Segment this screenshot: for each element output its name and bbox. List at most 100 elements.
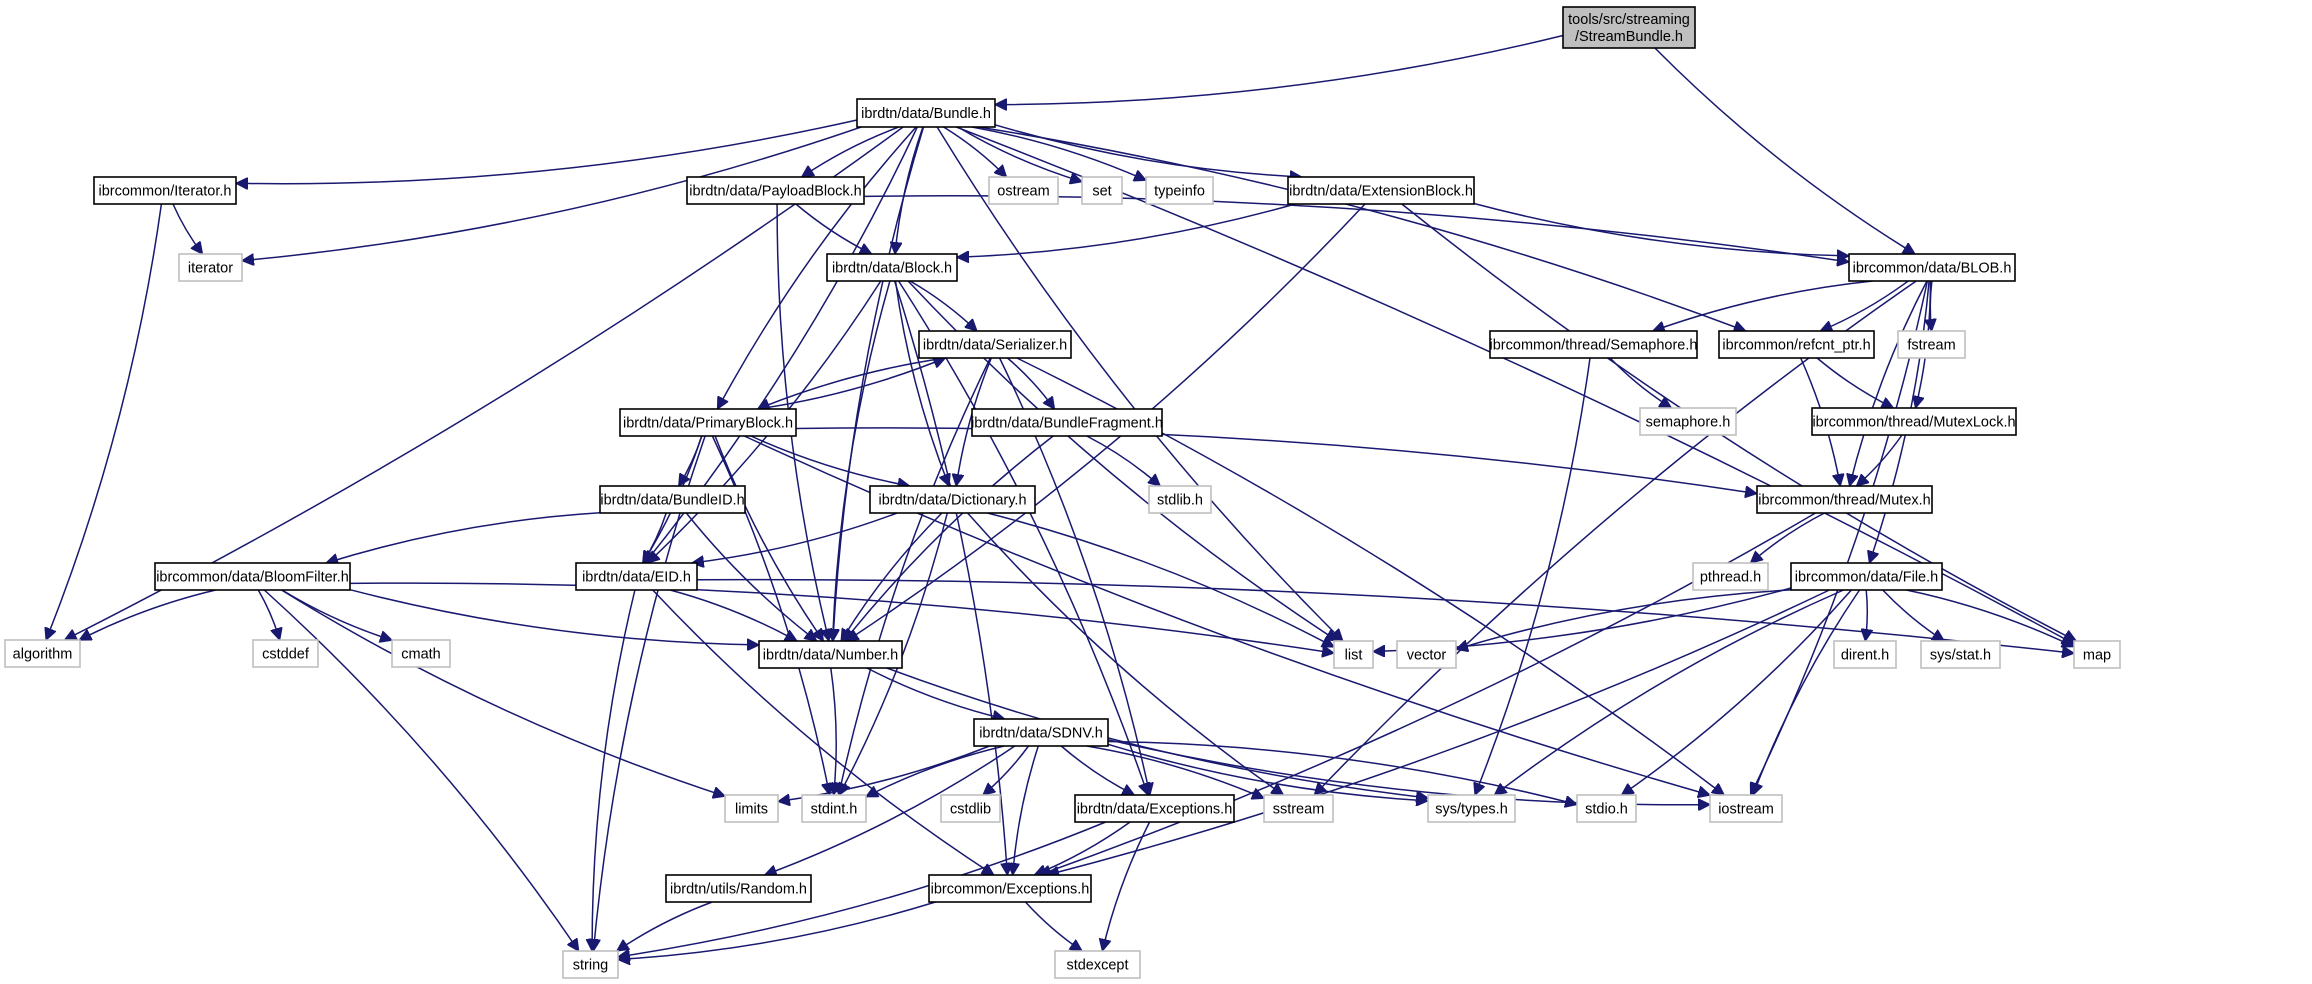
edge-bundle-to-ostream	[943, 126, 1007, 177]
node-box-cstddef	[252, 639, 319, 668]
edge-file-to-stdio	[1622, 589, 1852, 795]
edge-file-to-map	[1906, 589, 2074, 647]
node-dictionary[interactable]: ibrdtn/data/Dictionary.h	[869, 485, 1036, 514]
node-box-blob[interactable]	[1848, 253, 2016, 282]
node-box-bundlefragment[interactable]	[971, 408, 1163, 437]
node-label: list	[1345, 648, 1363, 664]
node-fstream: fstream	[1897, 330, 1966, 359]
node-box-sdnv[interactable]	[973, 718, 1109, 747]
node-box-vector	[1396, 640, 1457, 669]
node-bundle[interactable]: ibrdtn/data/Bundle.h	[856, 98, 996, 128]
node-label: ibrcommon/thread/Mutex.h	[1758, 493, 1930, 509]
node-box-dataexceptions[interactable]	[1074, 794, 1235, 823]
edge-serializer-to-primaryblock	[758, 357, 946, 409]
node-box-block[interactable]	[826, 253, 958, 282]
node-blob[interactable]: ibrcommon/data/BLOB.h	[1848, 253, 2016, 282]
node-box-random[interactable]	[665, 874, 812, 903]
node-label: ibrdtn/utils/Random.h	[670, 882, 807, 898]
node-bundlefragment[interactable]: ibrdtn/data/BundleFragment.h	[971, 408, 1163, 437]
node-label: ibrdtn/data/PayloadBlock.h	[689, 184, 862, 200]
node-root[interactable]: tools/src/streaming/StreamBundle.h	[1562, 6, 1696, 49]
edge-mutex-to-pthread	[1751, 512, 1825, 563]
edge-blob-to-refcnt	[1820, 280, 1909, 331]
node-label: ibrdtn/data/Bundle.h	[861, 106, 991, 122]
node-serializer[interactable]: ibrdtn/data/Serializer.h	[918, 330, 1072, 359]
node-refcnt[interactable]: ibrcommon/refcnt_ptr.h	[1718, 330, 1875, 359]
node-box-payloadblock[interactable]	[686, 176, 865, 205]
node-box-number[interactable]	[758, 640, 903, 669]
node-label: /StreamBundle.h	[1575, 29, 1683, 45]
node-box-iterator_h[interactable]	[93, 176, 237, 205]
node-sdnv[interactable]: ibrdtn/data/SDNV.h	[973, 718, 1109, 747]
node-random[interactable]: ibrdtn/utils/Random.h	[665, 874, 812, 903]
node-label: cstddef	[262, 647, 310, 663]
node-label: ibrdtn/data/BundleID.h	[600, 493, 744, 509]
node-box-mutexlock[interactable]	[1811, 407, 2017, 436]
node-label: ibrcommon/data/BLOB.h	[1853, 261, 2012, 277]
node-semaphore: semaphore.h	[1639, 407, 1737, 436]
node-box-stdio	[1576, 794, 1637, 823]
node-bloomfilter[interactable]: ibrcommon/data/BloomFilter.h	[154, 562, 351, 591]
node-eid[interactable]: ibrdtn/data/EID.h	[575, 562, 698, 591]
node-label: iterator	[188, 261, 233, 277]
node-extensionblock[interactable]: ibrdtn/data/ExtensionBlock.h	[1287, 176, 1475, 205]
node-block[interactable]: ibrdtn/data/Block.h	[826, 253, 958, 282]
edge-extensionblock-to-block	[957, 203, 1296, 257]
node-label: iostream	[1718, 802, 1774, 818]
node-box-file[interactable]	[1790, 562, 1943, 591]
edge-commonexceptions-to-string	[618, 901, 936, 960]
node-box-root[interactable]	[1562, 6, 1696, 49]
edge-sdnv-to-stdio	[1107, 740, 1577, 805]
node-mutex[interactable]: ibrcommon/thread/Mutex.h	[1756, 485, 1933, 514]
node-box-mutex[interactable]	[1756, 485, 1933, 514]
node-box-fstream	[1897, 330, 1966, 359]
node-box-serializer[interactable]	[918, 330, 1072, 359]
node-sysstat: sys/stat.h	[1920, 640, 2001, 669]
node-box-refcnt[interactable]	[1718, 330, 1875, 359]
node-box-eid[interactable]	[575, 562, 698, 591]
edge-bundleid-to-number	[685, 512, 816, 641]
node-primaryblock[interactable]: ibrdtn/data/PrimaryBlock.h	[619, 408, 797, 437]
node-iterator_h[interactable]: ibrcommon/Iterator.h	[93, 176, 237, 205]
edge-eid-to-commonexceptions	[652, 589, 994, 875]
node-box-bundle[interactable]	[856, 98, 996, 128]
edge-file-to-commonexceptions	[1047, 589, 1830, 875]
node-box-dictionary[interactable]	[869, 485, 1036, 514]
node-bundleid[interactable]: ibrdtn/data/BundleID.h	[599, 485, 746, 514]
node-box-sstream	[1263, 794, 1334, 823]
node-box-semaphore_h[interactable]	[1489, 330, 1698, 359]
node-box-bloomfilter[interactable]	[154, 562, 351, 591]
node-semaphore_h[interactable]: ibrcommon/thread/Semaphore.h	[1489, 330, 1698, 359]
edge-iterator_h-to-iterator	[172, 203, 203, 254]
node-label: ibrdtn/data/BundleFragment.h	[971, 416, 1163, 432]
edge-eid-to-number	[669, 589, 797, 642]
node-mutexlock[interactable]: ibrcommon/thread/MutexLock.h	[1811, 407, 2017, 436]
edge-sdnv-to-stdint	[866, 745, 1005, 798]
node-box-bundleid[interactable]	[599, 485, 746, 514]
node-file[interactable]: ibrcommon/data/File.h	[1790, 562, 1943, 591]
node-iostream: iostream	[1709, 794, 1783, 823]
node-label: limits	[735, 802, 768, 818]
node-box-extensionblock[interactable]	[1287, 176, 1475, 205]
edge-block-to-number	[833, 280, 891, 641]
edge-refcnt-to-mutexlock	[1816, 357, 1893, 409]
node-commonexceptions[interactable]: ibrcommon/Exceptions.h	[928, 874, 1092, 903]
node-label: typeinfo	[1154, 184, 1205, 200]
node-algorithm: algorithm	[4, 639, 81, 668]
node-box-primaryblock[interactable]	[619, 408, 797, 437]
node-box-sysstat	[1920, 640, 2001, 669]
node-number[interactable]: ibrdtn/data/Number.h	[758, 640, 903, 669]
node-label: ibrdtn/data/Exceptions.h	[1077, 802, 1233, 818]
edge-bundle-to-refcnt	[978, 126, 1746, 331]
edge-dictionary-to-number	[841, 512, 943, 641]
node-dataexceptions[interactable]: ibrdtn/data/Exceptions.h	[1074, 794, 1235, 823]
node-box-ostream	[988, 176, 1059, 205]
node-sstream: sstream	[1263, 794, 1334, 823]
node-box-commonexceptions[interactable]	[928, 874, 1092, 903]
node-box-list	[1333, 640, 1374, 669]
edge-sdnv-to-cstdlib	[983, 745, 1030, 795]
node-list: list	[1333, 640, 1374, 669]
node-payloadblock[interactable]: ibrdtn/data/PayloadBlock.h	[686, 176, 865, 205]
node-typeinfo: typeinfo	[1145, 176, 1214, 205]
node-stdlib: stdlib.h	[1148, 485, 1212, 514]
